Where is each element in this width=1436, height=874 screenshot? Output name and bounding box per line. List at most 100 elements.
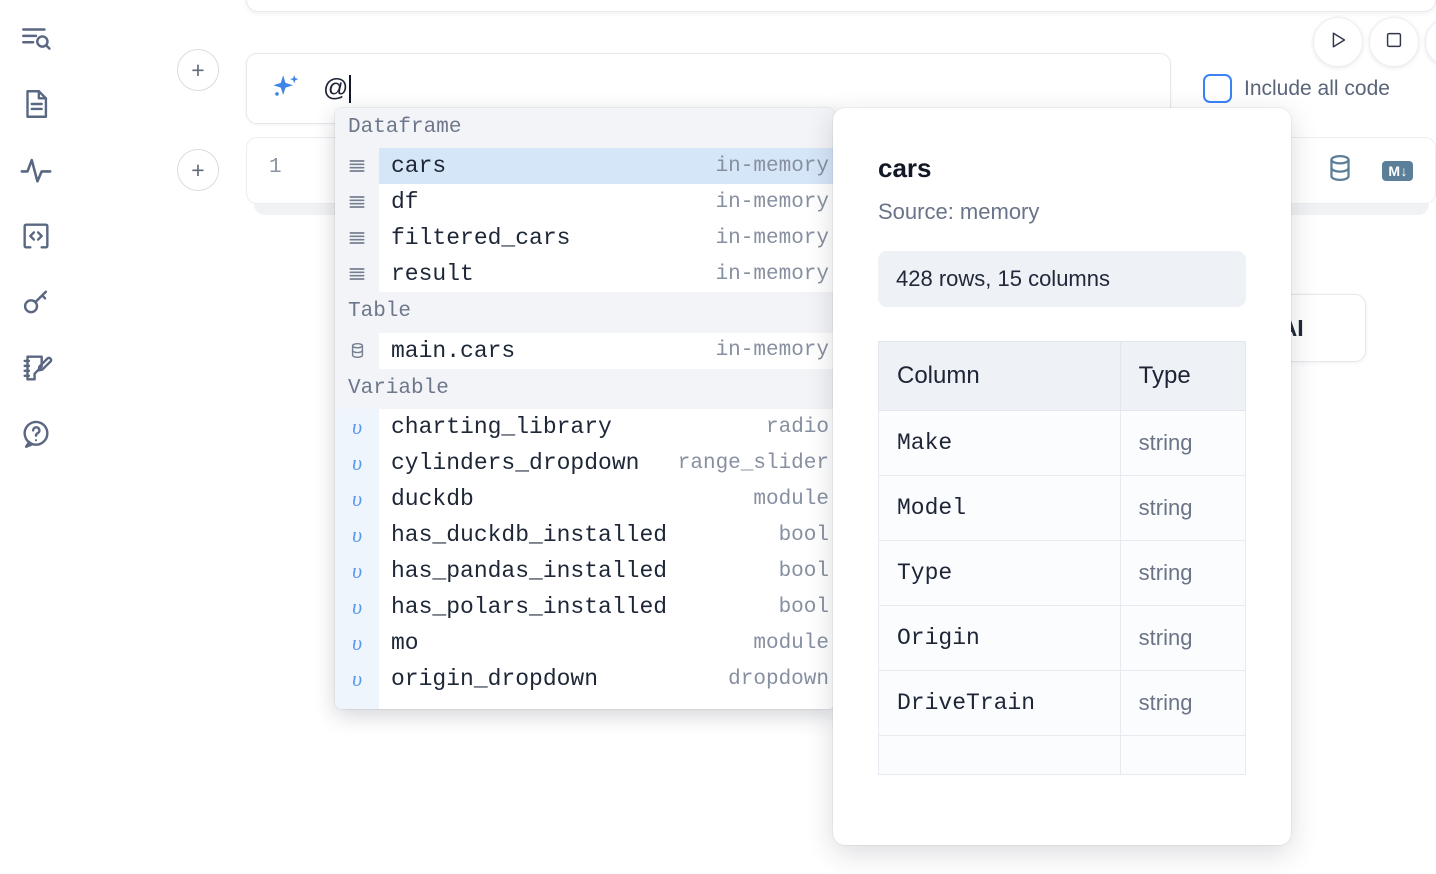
column-name-cell: Origin [878,605,1121,671]
autocomplete-item-label: charting_library [391,414,612,441]
notebook-pencil-icon [19,351,53,385]
autocomplete-item-body: origin_dropdown dropdown [379,661,835,697]
text-caret [349,74,352,103]
add-cell-button-bottom[interactable]: + [177,149,219,191]
autocomplete-section-header: Variable [335,368,835,410]
autocomplete-item-type: dropdown [728,667,829,691]
autocomplete-item-type: in-memory [715,226,829,250]
sidebar-item-snippets[interactable] [14,214,58,258]
variable-icon: υ [335,481,379,518]
autocomplete-section-header: Dataframe [335,108,835,149]
sidebar-item-activity[interactable] [14,148,58,192]
table-column-header: Type [1119,341,1247,411]
autocomplete-item-label: mo [391,630,419,657]
autocomplete-item-type: module [753,487,829,511]
markdown-icon[interactable]: M↓ [1382,160,1413,181]
variable-icon: υ [335,589,379,626]
autocomplete-item-label: has_polars_installed [391,594,668,621]
sidebar-item-help[interactable] [14,412,58,456]
autocomplete-item-body [379,697,835,709]
variable-icon: υ [335,625,379,662]
autocomplete-item[interactable]: υ has_polars_installed bool [335,589,835,626]
autocomplete-item-label: cylinders_dropdown [391,450,640,477]
autocomplete-item-label: main.cars [391,337,516,364]
line-number: 1 [269,156,282,179]
autocomplete-item-type: in-memory [715,339,829,363]
autocomplete-item-type: range_slider [677,451,829,475]
autocomplete-item[interactable]: υ charting_library radio [335,409,835,446]
run-button[interactable] [1313,17,1363,67]
autocomplete-item[interactable]: υ origin_dropdown dropdown [335,661,835,698]
stop-square-icon [1383,29,1405,56]
autocomplete-item[interactable]: main.cars in-memory [335,332,835,369]
autocomplete-item-type: bool [778,595,829,619]
sidebar-rail [0,0,72,874]
sidebar-item-outline[interactable] [14,16,58,60]
autocomplete-item-body: cylinders_dropdown range_slider [379,445,835,481]
sidebar-item-files[interactable] [14,82,58,126]
preview-shape: 428 rows, 15 columns [878,251,1246,307]
sparkle-icon [267,70,305,108]
sidebar-item-scratchpad[interactable] [14,346,58,390]
autocomplete-item-label: filtered_cars [391,225,571,252]
column-type-cell: string [1119,605,1247,671]
column-type-cell: string [1119,475,1247,541]
autocomplete-item-type: radio [765,415,829,439]
autocomplete-item-type: in-memory [715,190,829,214]
variable-icon: υ [335,409,379,446]
autocomplete-item-label: has_pandas_installed [391,558,668,585]
autocomplete-item[interactable]: filtered_cars in-memory [335,220,835,257]
activity-pulse-icon [19,153,53,187]
stop-button[interactable] [1369,17,1419,67]
column-name-cell: Model [878,475,1121,541]
sidebar-item-secrets[interactable] [14,280,58,324]
database-icon[interactable] [1324,152,1356,189]
variable-icon: υ [335,661,379,698]
table-row [878,735,1247,775]
dataframe-rows-icon [335,184,379,221]
include-all-code-checkbox[interactable] [1203,74,1232,103]
preview-popover: cars Source: memory 428 rows, 15 columns… [833,108,1291,845]
code-brackets-icon [19,219,53,253]
autocomplete-item-type: in-memory [715,262,829,286]
column-type-cell: string [1119,410,1247,476]
include-all-code-label: Include all code [1244,76,1390,100]
key-icon [19,285,53,319]
outline-search-icon [19,21,53,55]
overflow-button[interactable] [1425,17,1436,67]
column-type-cell [1119,735,1247,775]
autocomplete-item-body: filtered_cars in-memory [379,220,835,256]
ai-prompt-input[interactable]: @ [323,74,1170,103]
autocomplete-item-type: bool [778,559,829,583]
add-cell-button-top[interactable]: + [177,49,219,91]
variable-icon: υ [335,517,379,554]
dataframe-rows-icon [335,148,379,185]
autocomplete-item-type: in-memory [699,154,829,178]
help-question-icon [19,417,53,451]
column-name-cell: Make [878,410,1121,476]
column-name-cell: DriveTrain [878,670,1121,736]
autocomplete-item[interactable]: υ [335,697,835,709]
ai-prompt-value: @ [323,74,349,102]
include-all-code-row[interactable]: Include all code [1203,74,1390,103]
autocomplete-item-label: origin_dropdown [391,666,599,693]
dataframe-rows-icon [335,220,379,257]
autocomplete-item-type: bool [778,523,829,547]
